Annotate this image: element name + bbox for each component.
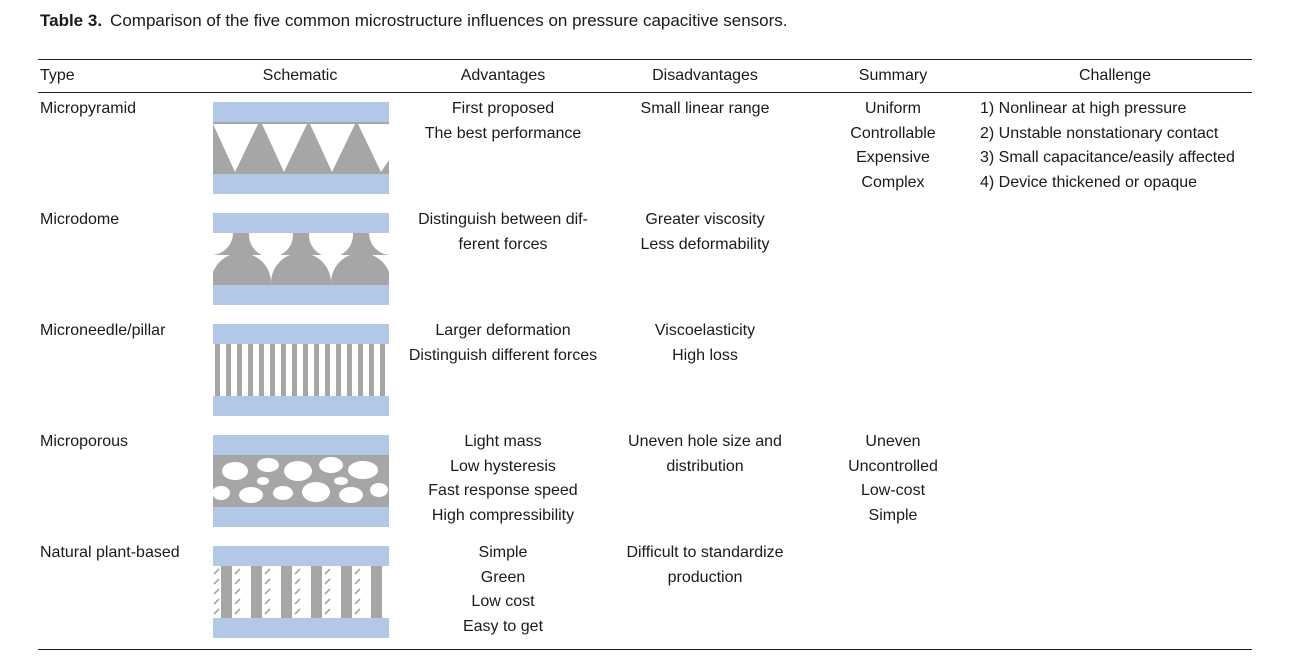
disadvantage-item: distribution <box>666 457 744 475</box>
summary-item: Complex <box>861 173 925 191</box>
advantage-item: Simple <box>478 544 528 561</box>
row-disadvantages: Greater viscosity Less deformability <box>605 208 805 257</box>
row-disadvantages: Viscoelasticity High loss <box>605 319 805 368</box>
advantage-item: Distinguish different forces <box>408 346 598 364</box>
disadvantage-item: Uneven hole size and <box>628 433 782 450</box>
disadvantage-item: Viscoelasticity <box>654 322 756 339</box>
row-type: Microdome <box>40 211 120 228</box>
table-caption: Table 3. Comparison of the five common mi… <box>40 10 788 32</box>
summary-item: Controllable <box>850 124 936 142</box>
summary-item: Uncontrolled <box>848 457 938 475</box>
advantage-item: Low hysteresis <box>450 457 556 475</box>
row-advantages: Light mass Low hysteresis Fast response … <box>403 430 603 528</box>
table-title: Comparison of the five common microstruc… <box>110 11 788 30</box>
row-advantages: Simple Green Low cost Easy to get <box>403 541 603 639</box>
advantage-item: Distinguish between dif- <box>418 211 588 228</box>
summary-group-2: Uneven Uncontrolled Low-cost Simple <box>808 430 978 528</box>
microdome-schematic-icon <box>213 213 389 305</box>
header-challenge: Challenge <box>1078 67 1152 84</box>
row-type: Micropyramid <box>40 100 137 117</box>
challenge-item: 1) Nonlinear at high pressure <box>980 100 1187 117</box>
plant-based-schematic-icon <box>213 546 389 638</box>
summary-item: Low-cost <box>860 482 926 499</box>
row-advantages: First proposed The best performance <box>403 97 603 146</box>
row-disadvantages: Small linear range <box>605 97 805 122</box>
row-advantages: Larger deformation Distinguish different… <box>403 319 603 368</box>
table-label: Table 3. <box>40 11 103 30</box>
table-header-rule <box>38 92 1252 93</box>
row-disadvantages: Uneven hole size and distribution <box>605 430 805 479</box>
summary-item: Expensive <box>856 149 930 166</box>
advantage-item: ferent forces <box>458 235 548 253</box>
micropillar-schematic-icon <box>213 324 389 416</box>
advantage-item: Fast response speed <box>428 482 578 499</box>
disadvantage-item: Difficult to standardize <box>626 544 784 561</box>
disadvantage-item: Small linear range <box>640 100 770 117</box>
summary-item: Uniform <box>864 100 921 117</box>
header-type: Type <box>40 67 75 84</box>
header-schematic: Schematic <box>262 67 338 84</box>
disadvantage-item: Less deformability <box>640 235 770 253</box>
disadvantage-item: production <box>667 568 743 586</box>
advantage-item: Easy to get <box>462 617 544 635</box>
microporous-schematic-icon <box>213 435 389 527</box>
summary-item: Uneven <box>865 433 921 450</box>
row-type: Microneedle/pillar <box>40 322 166 339</box>
summary-group-1: Uniform Controllable Expensive Complex <box>808 97 978 195</box>
row-type: Natural plant-based <box>40 544 180 561</box>
challenge-item: 3) Small capacitance/easily affected <box>980 149 1235 166</box>
advantage-item: The best performance <box>424 124 582 142</box>
advantage-item: Green <box>480 568 526 586</box>
table-top-rule <box>38 59 1252 61</box>
row-disadvantages: Difficult to standardize production <box>605 541 805 590</box>
header-advantages: Advantages <box>460 67 546 84</box>
table-bottom-rule <box>38 649 1252 651</box>
micropyramid-schematic-icon <box>213 102 389 194</box>
row-advantages: Distinguish between dif- ferent forces <box>403 208 603 257</box>
disadvantage-item: Greater viscosity <box>645 211 765 228</box>
header-summary: Summary <box>858 67 928 84</box>
disadvantage-item: High loss <box>672 346 738 364</box>
challenge-item: 2) Unstable nonstationary contact <box>980 124 1219 142</box>
challenge-item: 4) Device thickened or opaque <box>980 173 1198 191</box>
advantage-item: First proposed <box>451 100 555 117</box>
advantage-item: High compressibility <box>431 506 575 524</box>
challenge-list: 1) Nonlinear at high pressure 2) Unstabl… <box>980 97 1235 195</box>
row-type: Microporous <box>40 433 129 450</box>
advantage-item: Larger deformation <box>435 322 571 339</box>
summary-item: Simple <box>868 506 918 524</box>
advantage-item: Low cost <box>471 593 535 610</box>
header-disadvantages: Disadvantages <box>652 67 758 84</box>
advantage-item: Light mass <box>464 433 542 450</box>
